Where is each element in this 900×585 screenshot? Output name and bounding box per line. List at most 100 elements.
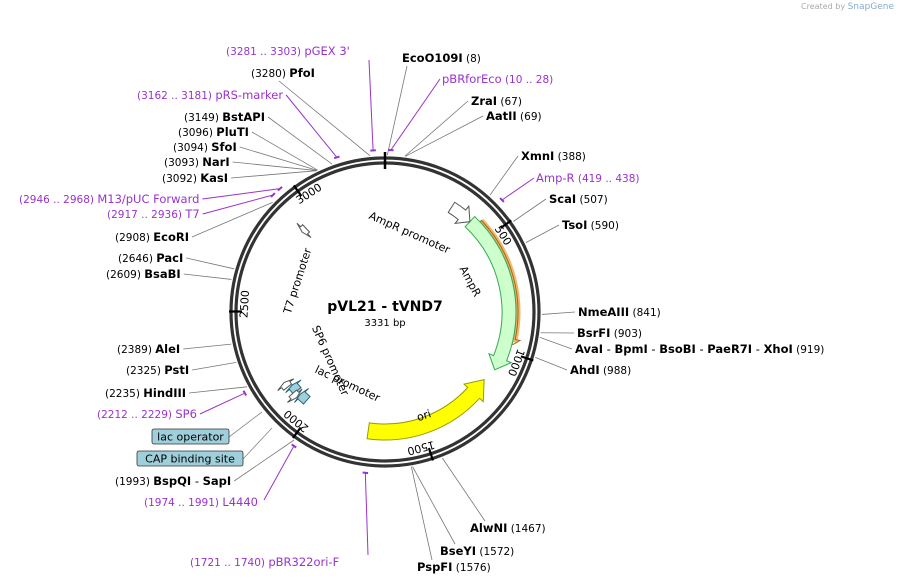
primer-site[interactable]: (2946 .. 2968) M13/pUC Forward: [19, 192, 199, 206]
enzyme-leader: [489, 155, 519, 196]
enzyme-leader: [183, 343, 232, 350]
primer-leader: [199, 392, 246, 415]
enzyme-leader: [191, 202, 273, 238]
enzyme-site[interactable]: (2235) HindIII: [105, 386, 186, 400]
primer-mark: [291, 443, 297, 449]
enzyme-site[interactable]: NmeAIII (841): [578, 305, 661, 319]
enzyme-site[interactable]: TsoI (590): [562, 218, 619, 232]
enzyme-leader: [539, 337, 573, 350]
primer-name: M13/pUC Forward: [97, 192, 199, 206]
enzyme-site[interactable]: (2908) EcoRI: [115, 230, 189, 244]
primer-label: (3162 .. 3181) pRS-marker: [137, 88, 283, 102]
enzyme-label: (3094) SfoI: [173, 140, 237, 154]
enzyme-position: (2908): [115, 232, 153, 244]
primer-label: pBRforEco (10 .. 28): [442, 72, 553, 86]
primer-name: pRS-marker: [215, 88, 283, 102]
enzyme-name: PacI: [156, 251, 183, 265]
enzyme-site[interactable]: (3092) KasI: [162, 171, 228, 185]
enzyme-site[interactable]: (3093) NarI: [164, 155, 230, 169]
enzyme-position: (3149): [184, 112, 222, 124]
enzyme-label: EcoO109I (8): [402, 51, 481, 65]
enzyme-site[interactable]: ScaI (507): [549, 192, 608, 206]
enzyme-site[interactable]: (3149) BstAPI: [184, 110, 265, 124]
primer-range: (2212 .. 2229): [97, 409, 175, 421]
enzyme-label: (2325) PstI: [126, 363, 189, 377]
enzyme-name: AvaI: [575, 342, 603, 356]
primer-name: T7: [184, 207, 199, 221]
enzyme-position: (2325): [126, 365, 164, 377]
enzyme-leader: [541, 311, 576, 315]
enzyme-leader: [231, 170, 317, 179]
enzyme-sep: -: [648, 342, 659, 356]
enzyme-leader: [513, 198, 547, 222]
enzyme-label: (1993) BspQI - SapI: [115, 474, 231, 488]
enzyme-name: AhdI: [570, 363, 600, 377]
enzyme-label: (2908) EcoRI: [115, 230, 189, 244]
primer-site[interactable]: (3162 .. 3181) pRS-marker: [137, 88, 283, 102]
enzyme-name: ScaI: [549, 192, 576, 206]
enzyme-site[interactable]: BsrFI (903): [577, 326, 642, 340]
primer-site[interactable]: (2917 .. 2936) T7: [107, 207, 200, 221]
tick-mark: [427, 447, 434, 461]
lac-operator-label: lac operator: [157, 431, 224, 444]
primer-site[interactable]: pBRforEco (10 .. 28): [442, 72, 553, 86]
primer-site[interactable]: (1974 .. 1991) L4440: [144, 495, 258, 509]
lac-operator-leader: [228, 411, 263, 438]
enzyme-site[interactable]: (3094) SfoI: [173, 140, 237, 154]
enzyme-name: BsrFI: [577, 326, 610, 340]
enzyme-site[interactable]: AlwNI (1467): [470, 521, 546, 535]
tick-mark: [520, 355, 534, 362]
feature-arrows: [277, 201, 522, 441]
primer-label: (2212 .. 2229) SP6: [97, 407, 197, 421]
enzyme-site[interactable]: (2389) AleI: [117, 342, 180, 356]
enzyme-label: AatII (69): [486, 109, 542, 123]
enzyme-site[interactable]: (2609) BsaBI: [106, 267, 181, 281]
primer-site[interactable]: (2212 .. 2229) SP6: [97, 407, 197, 421]
primer-site[interactable]: Amp-R (419 .. 438): [536, 171, 639, 185]
primer-range: (1974 .. 1991): [144, 497, 222, 509]
enzyme-name: NarI: [202, 155, 229, 169]
enzyme-position: (3092): [162, 173, 200, 185]
enzyme-sep: -: [752, 342, 763, 356]
cap-site-leader: [242, 427, 273, 460]
enzyme-name: AleI: [155, 342, 180, 356]
enzyme-position: (67): [497, 96, 522, 108]
enzyme-site[interactable]: AhdI (988): [570, 363, 631, 377]
cap-site-box: [136, 450, 244, 467]
enzyme-site[interactable]: PspFI (1576): [417, 560, 491, 574]
enzyme-leader: [267, 116, 333, 165]
enzyme-leader: [442, 457, 486, 522]
primer-name: SP6: [175, 407, 197, 421]
enzyme-label: PspFI (1576): [417, 560, 491, 574]
primer-site[interactable]: (1721 .. 1740) pBR322ori-F: [190, 555, 339, 569]
enzyme-site[interactable]: (2325) PstI: [126, 363, 189, 377]
enzyme-site[interactable]: AatII (69): [486, 109, 542, 123]
primer-label: (1974 .. 1991) L4440: [144, 495, 258, 509]
primer-range: (2946 .. 2968): [19, 194, 97, 206]
enzyme-site[interactable]: AvaI - BpmI - BsoBI - PaeR7I - XhoI (919…: [575, 342, 824, 356]
primer-site[interactable]: (3281 .. 3303) pGEX 3': [226, 44, 350, 58]
enzyme-name: NmeAIII: [578, 305, 629, 319]
enzyme-position: (2609): [106, 269, 144, 281]
enzyme-position: (1993): [115, 476, 153, 488]
enzyme-alias: SapI: [203, 474, 232, 488]
enzyme-site[interactable]: EcoO109I (8): [402, 51, 481, 65]
enzyme-name: KasI: [200, 171, 228, 185]
enzyme-label: BsrFI (903): [577, 326, 642, 340]
enzyme-site[interactable]: BseYI (1572): [440, 544, 514, 558]
enzyme-site[interactable]: (1993) BspQI - SapI: [115, 474, 231, 488]
enzyme-site[interactable]: XmnI (388): [521, 149, 586, 163]
enzyme-name: BsaBI: [144, 267, 180, 281]
primer-range: (1721 .. 1740): [190, 557, 268, 569]
enzyme-site[interactable]: (3280) PfoI: [251, 66, 315, 80]
ori-label: ori: [415, 407, 433, 424]
enzyme-label: (2646) PacI: [118, 251, 183, 265]
leader-lines: [183, 59, 576, 561]
primer-name: L4440: [222, 495, 258, 509]
enzyme-site[interactable]: ZraI (67): [471, 94, 522, 108]
cap-site-label: CAP binding site: [145, 453, 235, 466]
tick-label: 2500: [237, 290, 252, 319]
enzyme-site[interactable]: (2646) PacI: [118, 251, 183, 265]
enzyme-site[interactable]: (3096) PluTI: [178, 125, 249, 139]
